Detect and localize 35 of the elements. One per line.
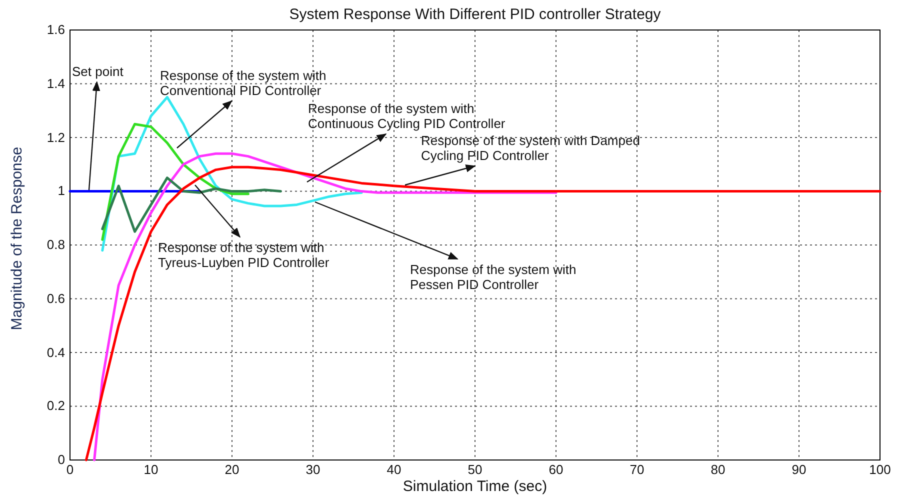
tick-label: 90 bbox=[790, 462, 808, 477]
tick-label: 0.8 bbox=[46, 237, 65, 252]
annotation-text: Set point bbox=[72, 64, 124, 79]
tick-label: 100 bbox=[868, 462, 892, 477]
tick-label: 10 bbox=[142, 462, 160, 477]
tick-label: 1 bbox=[56, 183, 65, 198]
tick-label: 80 bbox=[710, 462, 726, 477]
tick-label: 50 bbox=[466, 462, 484, 477]
annotation-text: Response of the system with Pessen PID Controller bbox=[410, 262, 595, 292]
leader-arrow bbox=[176, 100, 232, 148]
annotation-text: Response of the system with Damped Cycling PID Controller bbox=[421, 133, 661, 163]
tick-label: 0 bbox=[65, 462, 75, 477]
tick-label: 1.4 bbox=[46, 76, 65, 91]
tick-label: 70 bbox=[628, 462, 646, 477]
tick-label: 40 bbox=[386, 462, 402, 477]
tick-label: 0.4 bbox=[46, 344, 65, 360]
axis-title: Simulation Time (sec) bbox=[402, 478, 548, 495]
axis-title: Magnitude of the Response bbox=[8, 146, 26, 332]
leader-arrow bbox=[306, 133, 387, 183]
tick-label: 1.6 bbox=[46, 22, 65, 37]
tick-label: 60 bbox=[548, 462, 564, 477]
tick-label: 0.6 bbox=[46, 290, 65, 306]
tick-label: 0 bbox=[56, 452, 65, 467]
leader-arrow bbox=[314, 201, 458, 260]
tick-label: 20 bbox=[224, 462, 240, 477]
tick-label: 0.2 bbox=[46, 398, 65, 414]
chart-title: System Response With Different PID controller Strategy bbox=[288, 6, 662, 23]
leader-arrow bbox=[404, 164, 476, 186]
leader-arrow bbox=[88, 81, 100, 190]
annotation-text: Response of the system with Continuous Cycling PID Controller bbox=[308, 101, 523, 131]
tick-label: 30 bbox=[304, 462, 322, 477]
leader-arrow bbox=[194, 184, 241, 238]
tick-label: 1.2 bbox=[46, 130, 65, 144]
annotation-text: Response of the system with Conventional PID Controller bbox=[160, 68, 345, 98]
annotation-text: Response of the system with Tyreus-Luyben PID Controller bbox=[158, 240, 353, 270]
